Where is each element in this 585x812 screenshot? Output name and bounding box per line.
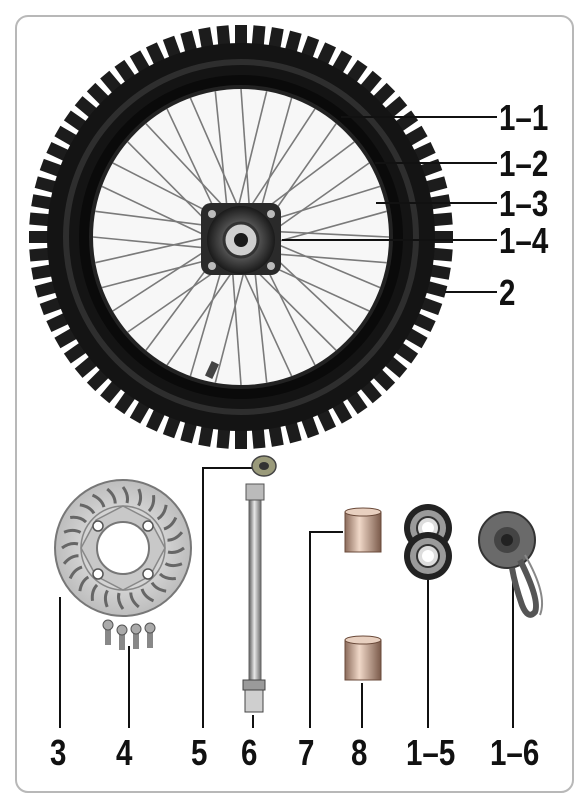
disc-bolts xyxy=(102,619,156,650)
disc-slot xyxy=(167,546,185,554)
disc-slot xyxy=(129,592,140,609)
disc-slot xyxy=(121,486,129,504)
label-spacer-right: 8 xyxy=(351,732,368,773)
disc-slot xyxy=(106,487,117,504)
disc-slot xyxy=(163,516,178,531)
spoke xyxy=(266,239,381,289)
hub-bolt xyxy=(208,262,216,270)
spoke xyxy=(101,185,216,241)
spoke xyxy=(266,162,370,237)
label-axle-nut: 5 xyxy=(191,732,208,773)
label-spacer-left: 7 xyxy=(298,732,315,773)
bearings xyxy=(404,504,452,580)
spacer-right xyxy=(344,635,382,681)
spoke xyxy=(166,265,238,366)
spoke xyxy=(249,263,337,351)
spoke xyxy=(112,243,216,312)
disc-slot xyxy=(164,562,183,568)
axle-nut xyxy=(251,455,277,477)
label-disc-bolts: 4 xyxy=(116,732,133,773)
disc-slot xyxy=(117,592,125,610)
label-hub-shell: 1–3 xyxy=(499,183,549,224)
spoke xyxy=(145,123,233,217)
label-rim-tape: 1–6 xyxy=(490,732,540,773)
leader-nut xyxy=(202,467,252,728)
label-brake-disc: 3 xyxy=(50,732,67,773)
spoke xyxy=(265,230,390,238)
disc-slot xyxy=(78,575,90,592)
spoke xyxy=(95,210,219,228)
label-tire: 2 xyxy=(499,272,516,313)
rim xyxy=(89,85,393,389)
disc-slot xyxy=(140,588,155,603)
spoke xyxy=(189,97,242,215)
spoke xyxy=(95,234,216,264)
wheel-assembly xyxy=(29,25,453,449)
disc-slot xyxy=(61,542,79,550)
spoke xyxy=(244,108,316,215)
spacer-left xyxy=(344,507,382,553)
spoke xyxy=(214,91,229,218)
label-axle: 6 xyxy=(241,732,258,773)
spoke xyxy=(266,210,387,246)
disc-slot xyxy=(79,503,96,515)
rim-tape xyxy=(478,511,544,618)
disc-slot xyxy=(91,493,106,508)
disc-slot xyxy=(156,504,168,521)
disc-slot xyxy=(68,565,83,580)
spoke xyxy=(231,264,242,386)
disc-slot xyxy=(90,583,99,602)
disc-slot xyxy=(63,528,82,534)
spoke xyxy=(214,265,247,383)
brake-disc-slots xyxy=(61,486,185,610)
spoke xyxy=(240,88,251,216)
leader-lines xyxy=(59,116,514,728)
disc-slot xyxy=(62,554,79,565)
valve-stem xyxy=(204,361,220,379)
disc-slot xyxy=(150,581,167,593)
hub-bore xyxy=(234,233,248,247)
label-rim: 1–1 xyxy=(499,97,549,138)
disc-slot xyxy=(147,494,156,513)
disc-slot xyxy=(158,572,177,581)
brake-disc xyxy=(54,479,192,617)
spokes xyxy=(92,88,390,386)
axle xyxy=(242,483,266,713)
disc-slot xyxy=(167,531,184,542)
label-spoke: 1–2 xyxy=(499,143,549,184)
spoke xyxy=(235,91,268,215)
disc-slot xyxy=(69,515,88,524)
frame-border xyxy=(15,15,574,793)
spoke xyxy=(256,97,293,221)
spoke xyxy=(92,236,217,250)
leader-spacer-left xyxy=(309,531,343,728)
spoke xyxy=(189,259,226,377)
hub-bolt xyxy=(208,210,216,218)
label-bearings: 1–5 xyxy=(406,732,456,773)
disc-slot xyxy=(137,488,143,507)
hub-bolt xyxy=(267,262,275,270)
hub-bolt xyxy=(267,210,275,218)
spoke xyxy=(263,252,387,264)
label-hub: 1–4 xyxy=(499,220,549,261)
tire-tread-ring xyxy=(63,59,419,415)
spoke xyxy=(240,265,293,377)
disc-slot xyxy=(103,589,109,608)
spoke xyxy=(253,262,268,383)
